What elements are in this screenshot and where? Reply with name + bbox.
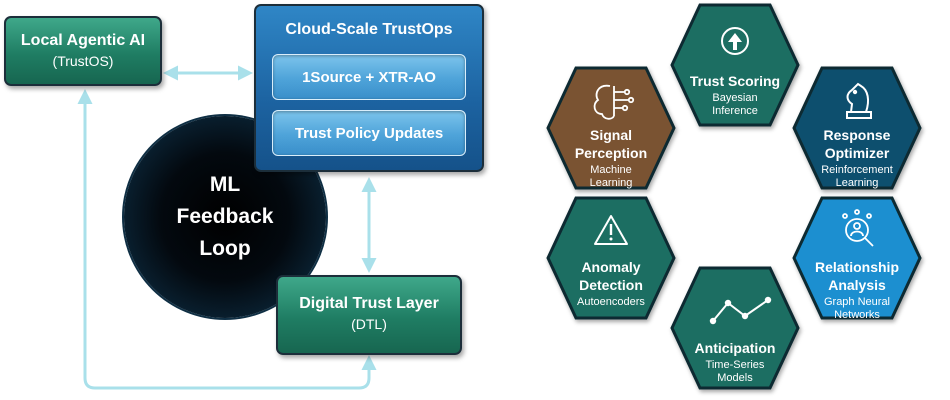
arrow-up-circle-icon [721, 27, 749, 55]
brain-circuit-icon [593, 84, 635, 120]
arrow-local-dtl-loop [77, 89, 377, 390]
response-optimizer-sub1: Reinforcement [821, 164, 893, 176]
ml-loop-line1: ML [209, 173, 241, 196]
anomaly-detection-sub1: Autoencoders [577, 296, 645, 308]
chess-knight-icon [846, 82, 872, 119]
relationship-analysis-title2: Analysis [828, 277, 886, 293]
trust-scoring-sub2: Inference [712, 105, 758, 117]
trust-scoring-title: Trust Scoring [690, 73, 780, 89]
signal-perception-title1: Signal [590, 127, 632, 143]
hex-response-optimizer: Response Optimizer Reinforcement Learnin… [792, 66, 922, 190]
relationship-analysis-sub2: Networks [834, 309, 880, 321]
cloud-item-trust-policy: Trust Policy Updates [272, 110, 466, 156]
digital-trust-layer-box: Digital Trust Layer (DTL) [276, 275, 462, 355]
anticipation-title: Anticipation [695, 340, 776, 356]
ml-loop-line3: Loop [199, 237, 251, 260]
hex-anomaly-detection: Anomaly Detection Autoencoders [546, 196, 676, 320]
hex-anticipation: Anticipation Time-Series Models [670, 266, 800, 390]
ml-loop-line2: Feedback [176, 205, 274, 228]
hex-signal-perception: Signal Perception Machine Learning [546, 66, 676, 190]
trend-line-icon [709, 296, 772, 325]
signal-perception-sub2: Learning [590, 177, 633, 189]
relationship-analysis-title1: Relationship [815, 259, 899, 275]
trust-scoring-sub1: Bayesian [712, 92, 757, 104]
response-optimizer-title1: Response [824, 127, 891, 143]
anticipation-sub2: Models [717, 372, 753, 384]
anticipation-sub1: Time-Series [706, 359, 765, 371]
relationship-analysis-sub1: Graph Neural [824, 296, 890, 308]
cloud-item-1source: 1Source + XTR-AO [272, 54, 466, 100]
response-optimizer-sub2: Learning [836, 177, 879, 189]
response-optimizer-title2: Optimizer [825, 145, 890, 161]
network-search-icon [842, 209, 874, 247]
hex-trust-scoring: Trust Scoring Bayesian Inference [670, 3, 800, 127]
anomaly-detection-title1: Anomaly [581, 259, 640, 275]
signal-perception-title2: Perception [575, 145, 647, 161]
anomaly-detection-title2: Detection [579, 277, 643, 293]
signal-perception-sub1: Machine [590, 164, 632, 176]
local-agentic-ai-box: Local Agentic AI (TrustOS) [4, 16, 162, 86]
cloud-title: Cloud-Scale TrustOps [285, 21, 453, 38]
cloud-trustops-box: Cloud-Scale TrustOps 1Source + XTR-AO Tr… [254, 4, 484, 172]
local-ai-title: Local Agentic AI [20, 32, 146, 49]
dtl-title: Digital Trust Layer [299, 295, 439, 312]
warning-triangle-icon [594, 215, 628, 245]
hex-relationship-analysis: Relationship Analysis Graph Neural Netwo… [792, 196, 922, 321]
local-ai-subtitle: (TrustOS) [52, 53, 114, 69]
dtl-subtitle: (DTL) [351, 316, 387, 332]
